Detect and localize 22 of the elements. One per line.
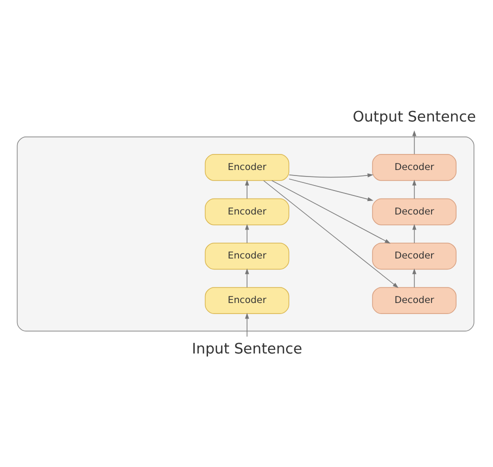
arrow (412, 223, 416, 243)
node-box: Encoder (204, 198, 290, 225)
arrow (412, 130, 416, 154)
arrow (245, 223, 250, 243)
arrow (263, 180, 399, 288)
arrow (288, 178, 374, 201)
node-text: Input Sentence (192, 341, 302, 358)
arrow (288, 172, 374, 178)
arrow (412, 179, 416, 199)
arrow (245, 268, 250, 288)
node-box: Encoder (204, 242, 290, 270)
node-box: Encoder (204, 286, 290, 314)
node-box: Decoder (372, 242, 456, 270)
node-box: Decoder (372, 154, 456, 180)
arrow (245, 179, 250, 199)
arrow (412, 268, 416, 288)
arrow (245, 312, 250, 337)
arrow (271, 180, 391, 244)
node-box: Decoder (372, 286, 456, 314)
node-box: Encoder (204, 154, 290, 180)
node-box: Decoder (372, 198, 456, 225)
node-text: Output Sentence (352, 109, 476, 126)
